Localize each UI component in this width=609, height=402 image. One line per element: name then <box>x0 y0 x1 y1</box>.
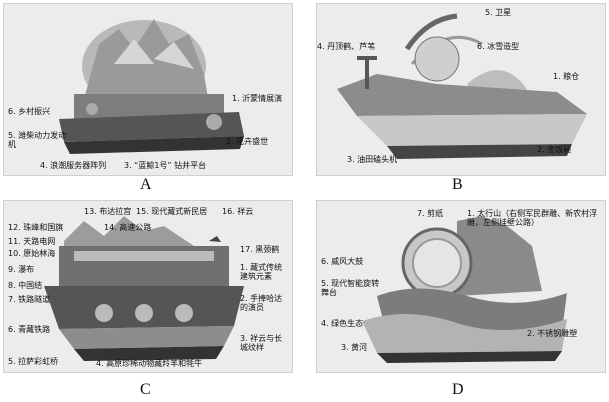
label-a-4: 4. 浪潮服务器阵列 <box>40 161 107 170</box>
float-c-illustration <box>44 216 244 361</box>
label-c-17: 17. 黑颈鹤 <box>240 245 280 254</box>
label-c-3: 3. 祥云与长城纹样 <box>240 334 283 352</box>
panel-c: 1. 藏式传统建筑元素 2. 手捧哈达的演员 3. 祥云与长城纹样 4. 高原珍… <box>3 200 293 373</box>
label-b-3: 3. 油田磕头机 <box>347 155 398 164</box>
label-b-2: 2. 金饭碗 <box>537 145 572 154</box>
float-b-illustration <box>337 13 587 159</box>
label-c-16: 16. 祥云 <box>222 207 254 216</box>
label-c-11: 11. 天路电网 <box>8 237 56 246</box>
label-c-12: 12. 珠峰和国旗 <box>8 223 64 232</box>
label-c-13: 13. 布达拉宫 <box>84 207 132 216</box>
label-c-7: 7. 铁路隧道 <box>8 295 51 304</box>
label-c-1: 1. 藏式传统建筑元素 <box>240 263 283 281</box>
label-c-9: 9. 瀑布 <box>8 265 35 274</box>
label-d-3: 3. 黄河 <box>341 343 368 352</box>
label-d-6: 6. 威风大鼓 <box>321 257 364 266</box>
label-c-8: 8. 中国结 <box>8 281 43 290</box>
label-d-5: 5. 现代智能旋转舞台 <box>321 279 380 297</box>
label-d-1: 1. 太行山（右侧军民群雕、新农村浮雕，左侧挂壁公路） <box>467 209 598 227</box>
label-b-1: 1. 粮仓 <box>553 72 580 81</box>
label-c-14: 14. 高速公路 <box>104 223 152 232</box>
label-d-7: 7. 剪纸 <box>417 209 444 218</box>
label-c-10: 10. 原始林海 <box>8 249 56 258</box>
label-a-1: 1. 沂蒙情展演 <box>232 94 283 103</box>
label-c-4: 4. 高原珍稀动物藏羚羊和牦牛 <box>96 359 203 368</box>
label-c-5: 5. 拉萨彩虹桥 <box>8 357 59 366</box>
float-a-illustration <box>59 19 244 154</box>
label-c-15: 15. 现代藏式新民居 <box>136 207 208 216</box>
label-c-2: 2. 手捧哈达的演员 <box>240 294 283 312</box>
caption-d: D <box>452 381 464 398</box>
label-c-6: 6. 青藏铁路 <box>8 325 51 334</box>
panel-a: 1. 沂蒙情展演 2. 花卉盛世 3. “蓝鲸1号” 钻井平台 4. 浪潮服务器… <box>3 3 293 176</box>
panel-d: 1. 太行山（右侧军民群雕、新农村浮雕，左侧挂壁公路） 2. 不锈钢雕塑 3. … <box>316 200 606 373</box>
label-a-6: 6. 乡村振兴 <box>8 107 51 116</box>
label-d-4: 4. 绿色生态 <box>321 319 364 328</box>
panel-b: 1. 粮仓 2. 金饭碗 3. 油田磕头机 4. 丹顶鹤、芦苇 5. 卫星 6.… <box>316 3 606 176</box>
caption-a: A <box>140 176 152 193</box>
label-a-2: 2. 花卉盛世 <box>226 137 269 146</box>
label-a-3: 3. “蓝鲸1号” 钻井平台 <box>124 161 207 170</box>
caption-c: C <box>140 381 151 398</box>
caption-b: B <box>452 176 463 193</box>
label-b-6: 6. 冰雪造型 <box>477 42 520 51</box>
label-d-2: 2. 不锈钢雕塑 <box>527 329 578 338</box>
label-b-5: 5. 卫星 <box>485 8 512 17</box>
label-a-5: 5. 潍柴动力发动机 <box>8 131 67 149</box>
float-d-illustration <box>362 216 567 363</box>
label-b-4: 4. 丹顶鹤、芦苇 <box>317 42 376 51</box>
